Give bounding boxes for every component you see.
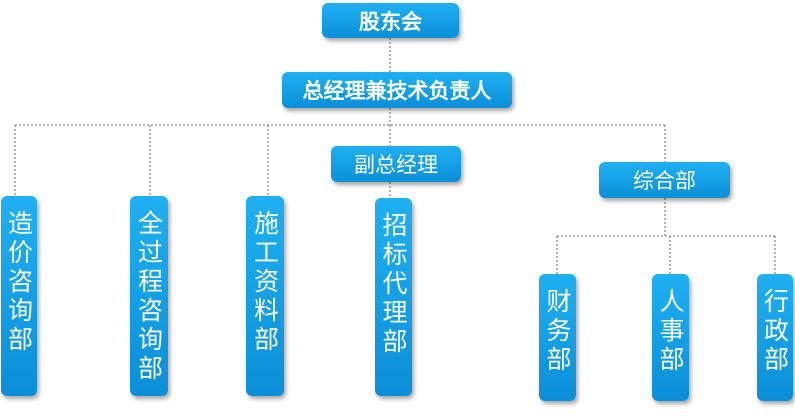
finance-dept-label: 财务部 bbox=[543, 288, 572, 375]
whole-process-dept-label: 全过程咨询部 bbox=[134, 210, 164, 384]
cost-dept-label: 造价咨询部 bbox=[4, 210, 34, 355]
shareholders-label: 股东会 bbox=[359, 9, 422, 34]
admin-dept-node: 行政部 bbox=[757, 274, 793, 401]
construction-docs-dept-node: 施工资料部 bbox=[246, 196, 284, 396]
general-dept-label: 综合部 bbox=[633, 169, 696, 193]
gm-node: 总经理兼技术负责人 bbox=[282, 72, 512, 108]
deputy-gm-node: 副总经理 bbox=[331, 146, 461, 182]
gm-label: 总经理兼技术负责人 bbox=[302, 79, 492, 103]
construction-docs-dept-label: 施工资料部 bbox=[250, 210, 280, 355]
general-dept-node: 综合部 bbox=[599, 162, 730, 198]
finance-dept-node: 财务部 bbox=[539, 274, 576, 401]
hr-dept-label: 人事部 bbox=[656, 288, 685, 375]
tender-agency-dept-node: 招标代理部 bbox=[375, 198, 412, 396]
admin-dept-label: 行政部 bbox=[760, 288, 790, 375]
hr-dept-node: 人事部 bbox=[652, 274, 689, 401]
whole-process-dept-node: 全过程咨询部 bbox=[130, 196, 168, 396]
shareholders-node: 股东会 bbox=[322, 3, 459, 38]
cost-dept-node: 造价咨询部 bbox=[1, 196, 37, 396]
deputy-gm-label: 副总经理 bbox=[354, 153, 438, 177]
tender-agency-dept-label: 招标代理部 bbox=[379, 212, 408, 357]
